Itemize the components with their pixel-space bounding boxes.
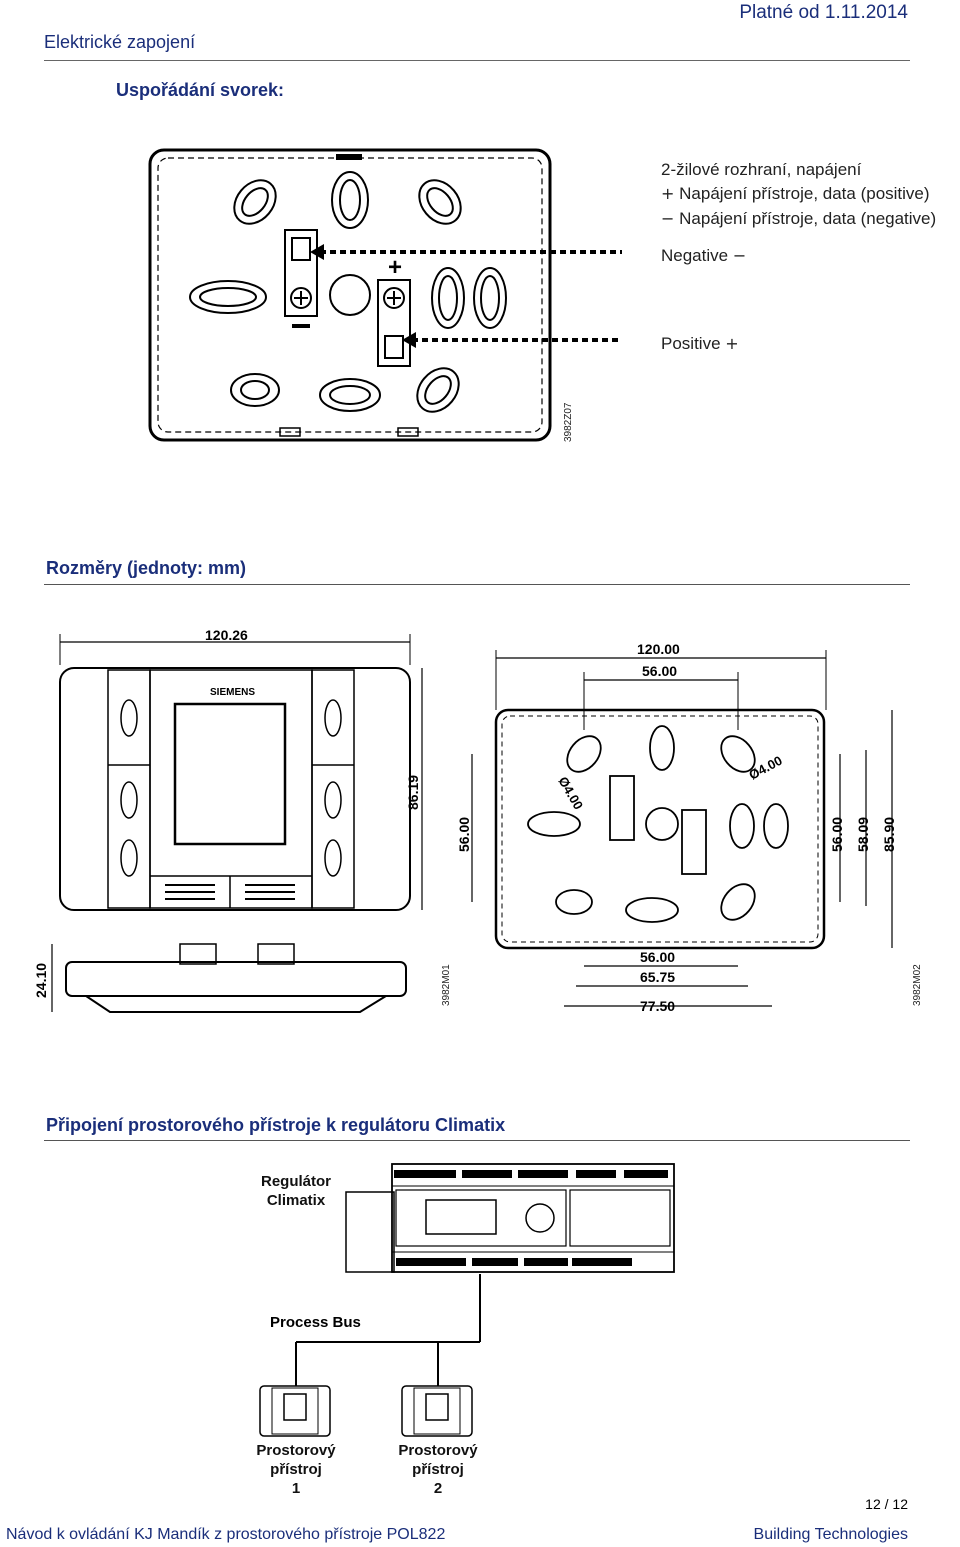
footer-left: Návod k ovládání KJ Mandík z prostorovéh… bbox=[6, 1526, 446, 1543]
back-right-h3: 85.90 bbox=[881, 817, 897, 852]
section-title: Elektrické zapojení bbox=[44, 32, 196, 52]
back-width-total: 120.00 bbox=[637, 641, 680, 657]
back-width-holes: 56.00 bbox=[642, 663, 677, 679]
minus-symbol: − bbox=[661, 209, 675, 228]
minus-text: Napájení přístroje, data (negative) bbox=[679, 209, 937, 228]
plus-symbol: + bbox=[661, 184, 675, 203]
controller-drawing bbox=[345, 1163, 675, 1273]
dimensions-divider bbox=[44, 584, 910, 585]
terminal-legend-line1: 2-žilové rozhraní, napájení bbox=[661, 160, 862, 179]
connection-divider bbox=[44, 1140, 910, 1141]
terminal-ref-code: 3982Z07 bbox=[563, 402, 574, 442]
terminal-legend-minus: − Napájení přístroje, data (negative) bbox=[661, 209, 936, 229]
brand-label: SIEMENS bbox=[210, 687, 255, 698]
side-depth-label: 24.10 bbox=[33, 963, 49, 998]
room-device-2-icon bbox=[401, 1385, 473, 1437]
back-hole-d1: Ø4.00 bbox=[555, 774, 586, 812]
terminals-heading: Uspořádání svorek: bbox=[116, 80, 285, 100]
back-right-h2: 58.09 bbox=[855, 817, 871, 852]
back-bottom-w3: 77.50 bbox=[640, 998, 675, 1014]
back-left-height: 56.00 bbox=[456, 817, 472, 852]
controller-label: Regulátor Climatix bbox=[260, 1173, 331, 1209]
back-view-drawing: 120.00 56.00 Ø4.00 Ø4.00 56.00 56.00 58.… bbox=[456, 641, 897, 1014]
back-hole-d2: Ø4.00 bbox=[746, 753, 784, 783]
valid-from: Platné od 1.11.2014 bbox=[739, 2, 908, 23]
connection-heading: Připojení prostorového přístroje k regul… bbox=[46, 1115, 506, 1135]
positive-label: Positive + bbox=[661, 334, 739, 353]
footer-right: Building Technologies bbox=[753, 1526, 908, 1543]
room-device-2-label: Prostorový přístroj 2 bbox=[398, 1442, 478, 1497]
back-bottom-w1: 56.00 bbox=[640, 949, 675, 965]
back-bottom-w2: 65.75 bbox=[640, 969, 675, 985]
dimensions-heading: Rozměry (jednoty: mm) bbox=[46, 558, 247, 578]
process-bus-label: Process Bus bbox=[262, 1312, 369, 1333]
svg-text:+: + bbox=[388, 254, 402, 281]
terminal-legend-plus: + Napájení přístroje, data (positive) bbox=[661, 184, 930, 204]
front-width-label: 120.26 bbox=[205, 627, 248, 643]
page-number: 12 / 12 bbox=[865, 1496, 908, 1512]
terminal-drawing: + bbox=[148, 148, 622, 442]
header-divider bbox=[44, 60, 910, 61]
plus-text: Napájení přístroje, data (positive) bbox=[679, 184, 930, 203]
front-view-drawing: 120.26 SIEMENS 86.19 24.10 bbox=[33, 627, 423, 1013]
bus-lines bbox=[295, 1274, 481, 1386]
back-ref-code: 3982M02 bbox=[912, 964, 923, 1006]
back-right-h1: 56.00 bbox=[829, 817, 845, 852]
negative-label: Negative − bbox=[661, 246, 747, 265]
room-device-1-icon bbox=[259, 1385, 331, 1437]
room-device-1-label: Prostorový přístroj 1 bbox=[256, 1442, 336, 1497]
front-height-label: 86.19 bbox=[405, 775, 421, 810]
front-ref-code: 3982M01 bbox=[441, 964, 452, 1006]
